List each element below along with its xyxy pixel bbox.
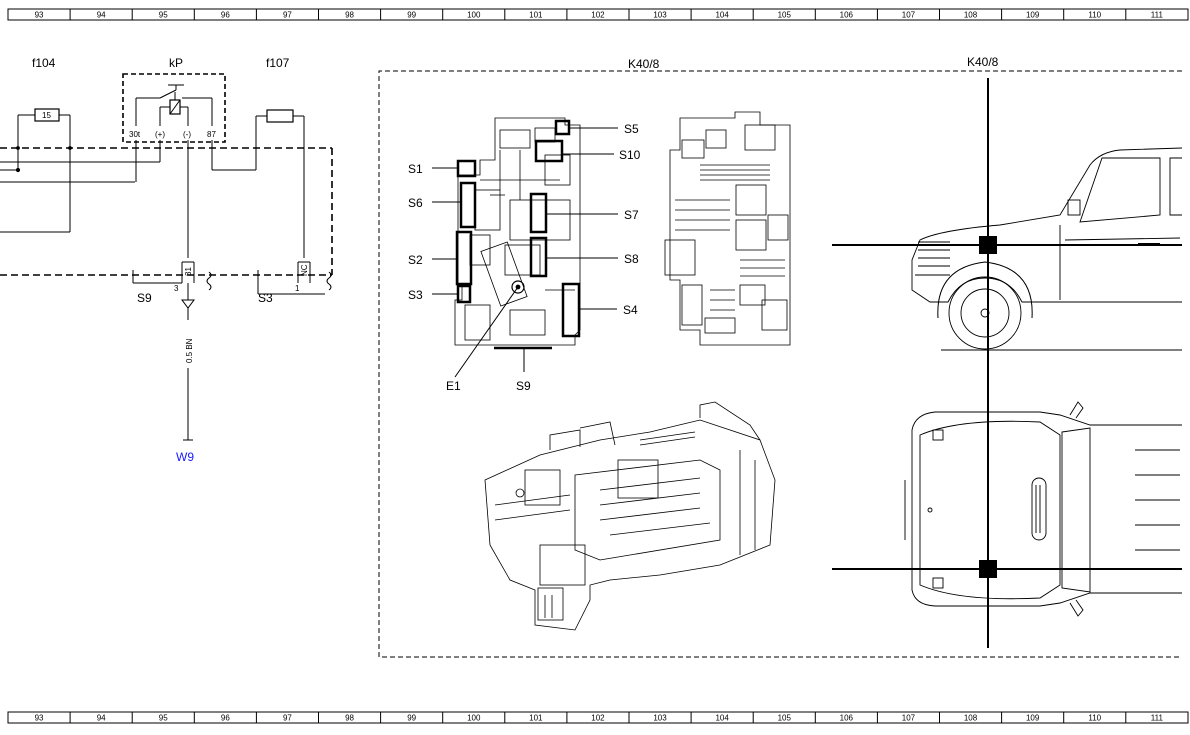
schematic-labels: f104 15 kP f107 30t (+) (-) 87 S9 3 31 S… [32,56,309,464]
ruler-tick-label: 97 [283,714,292,723]
ruler-tick-label: 105 [778,714,792,723]
ruler-tick-label: 93 [35,714,44,723]
relay-pin-plus: (+) [155,130,165,139]
location-crosshairs [832,78,1182,648]
wire-pin-31: 31 [184,267,193,276]
ruler-tick-label: 96 [221,11,230,20]
connector-s3-pin: 1 [295,284,300,293]
ruler-tick-label: 101 [529,11,543,20]
ruler-tick-label: 98 [345,714,354,723]
fusebox-top-view [454,117,581,346]
ruler-tick-label: 102 [591,714,605,723]
label-s6: S6 [408,196,423,210]
wire-pin-nc: NC [300,264,309,276]
label-s3: S3 [408,288,423,302]
vehicle-side-view [911,147,1183,351]
label-s2: S2 [408,253,423,267]
connector-s10 [534,139,564,163]
label-s5: S5 [624,122,639,136]
ruler-tick-label: 95 [159,714,168,723]
location-marker-side [979,236,997,254]
ruler-tick-label: 99 [407,714,416,723]
relay-pin-87: 87 [207,130,216,139]
fusebox-3d-view [484,401,776,631]
label-s1: S1 [408,162,423,176]
leader-lines [432,127,618,378]
connector-s2 [455,230,473,286]
label-s10: S10 [619,148,641,162]
connector-s6 [459,181,477,229]
location-marker-top [979,560,997,578]
ruler-tick-label: 111 [1151,714,1164,723]
ruler-tick-label: 107 [902,714,916,723]
fuse-f104-label: f104 [32,56,56,70]
module-title-left: K40/8 [628,57,660,71]
ruler-tick-label: 102 [591,11,605,20]
ruler-tick-label: 96 [221,714,230,723]
fuse-f104-value: 15 [42,111,51,120]
ruler-tick-label: 108 [964,11,978,20]
module-panel [378,70,1182,658]
ruler-tick-label: 95 [159,11,168,20]
connector-s4 [561,282,581,338]
vehicle-top-view [904,401,1182,617]
label-s7: S7 [624,208,639,222]
fusebox-bottom-view [664,111,791,346]
label-e1: E1 [446,379,461,393]
ruler-tick-label: 110 [1088,714,1101,723]
relay-label: kP [169,56,183,70]
ruler-tick-label: 109 [1026,11,1040,20]
ground-ref-w9: W9 [176,450,194,464]
schematic [0,73,333,441]
ruler-tick-label: 103 [653,714,667,723]
ruler-tick-label: 108 [964,714,978,723]
ruler-tick-label: 97 [283,11,292,20]
connector-s8 [529,236,548,278]
connector-s1 [456,159,477,178]
ruler-tick-label: 106 [840,714,854,723]
ruler-tick-label: 104 [715,11,729,20]
ruler-tick-label: 94 [97,714,106,723]
label-s8: S8 [624,252,639,266]
ruler-tick-label: 110 [1088,11,1101,20]
connector-s9-pin: 3 [174,284,179,293]
fuse-f107 [266,109,294,123]
ruler-tick-label: 98 [345,11,354,20]
connector-s9-label: S9 [137,291,152,305]
ruler-tick-label: 101 [529,714,543,723]
relay-pin-30t: 30t [129,130,141,139]
ruler-tick-label: 106 [840,11,854,20]
connector-s3-label: S3 [258,291,273,305]
ruler-tick-label: 103 [653,11,667,20]
top-ruler: 93 94 95 96 97 98 99 100 101 102 103 104 105 106 107 10… [7,8,1189,21]
ruler-tick-label: 94 [97,11,106,20]
ruler-tick-label: 104 [715,714,729,723]
ruler-tick-label: 111 [1151,11,1164,20]
ruler-tick-label: 100 [467,714,481,723]
ruler-tick-label: 107 [902,11,916,20]
connector-labels: S5 S10 S1 S6 S7 S8 S2 S3 S4 E1 S9 [408,122,641,393]
bottom-ruler: 93 94 95 96 97 98 99 100 101 102 103 104 105 106 107 10… [7,711,1189,724]
connector-highlights [455,119,581,350]
ruler-tick-label: 100 [467,11,481,20]
wire-color-label: 0.5 BN [185,338,194,363]
relay-pin-minus: (-) [183,130,191,139]
fuse-f107-label: f107 [266,56,290,70]
ruler-tick-label: 99 [407,11,416,20]
module-title-right: K40/8 [967,55,999,69]
label-s9: S9 [516,379,531,393]
label-s4: S4 [623,303,638,317]
connector-s7 [529,192,548,234]
ruler-tick-label: 109 [1026,714,1040,723]
connector-s5 [554,119,571,136]
ruler-tick-label: 105 [778,11,792,20]
relay-kp [122,73,226,143]
ruler-tick-label: 93 [35,11,44,20]
